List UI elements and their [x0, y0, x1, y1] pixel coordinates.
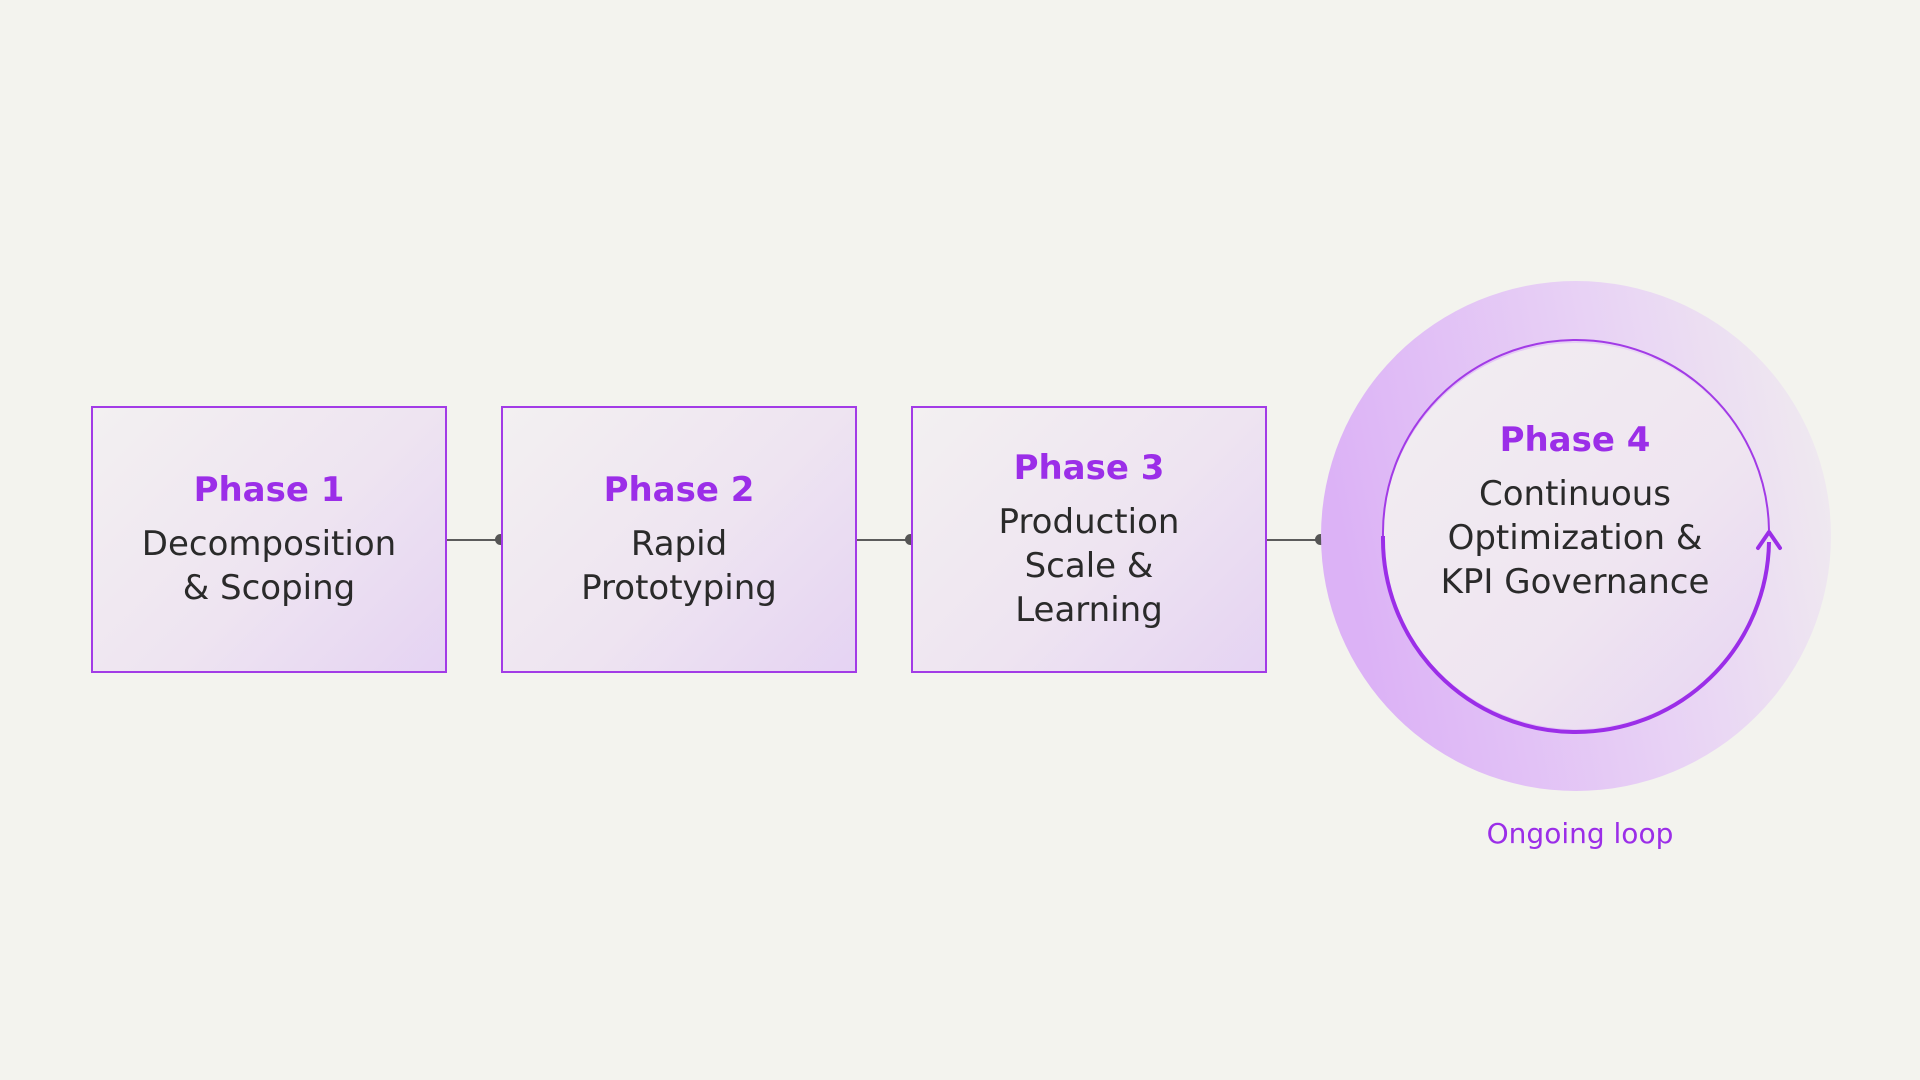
loop-arrow-icon	[1756, 530, 1782, 550]
phase-2-box: Phase 2 Rapid Prototyping	[501, 406, 857, 673]
phase-1-box: Phase 1 Decomposition & Scoping	[91, 406, 447, 673]
phase-4-content: Phase 4 Continuous Optimization & KPI Go…	[1385, 420, 1765, 604]
phase-4-title: Phase 4	[1499, 420, 1651, 460]
phase-1-title: Phase 1	[193, 469, 345, 510]
phase-4-description: Continuous Optimization & KPI Governance	[1440, 474, 1710, 602]
phase-3-box: Phase 3 Production Scale & Learning	[911, 406, 1267, 673]
phase-2-description: Rapid Prototyping	[581, 523, 777, 608]
loop-arc-thin	[1381, 338, 1770, 537]
connector-1-2	[447, 539, 501, 541]
connector-dot-3	[1315, 534, 1326, 545]
connector-3-4	[1267, 539, 1321, 541]
loop-arc-bold	[1380, 535, 1771, 735]
ongoing-loop-label: Ongoing loop	[1486, 817, 1674, 850]
connector-dot-2	[905, 534, 916, 545]
phase-1-description: Decomposition & Scoping	[141, 523, 397, 608]
connector-2-3	[857, 539, 911, 541]
connector-dot-1	[495, 534, 506, 545]
phase-2-title: Phase 2	[603, 469, 755, 510]
phase-3-title: Phase 3	[1013, 447, 1165, 488]
inner-circle	[1383, 343, 1769, 729]
phase-4-loop-graphic	[1321, 281, 1831, 791]
phase-3-description: Production Scale & Learning	[998, 501, 1180, 630]
